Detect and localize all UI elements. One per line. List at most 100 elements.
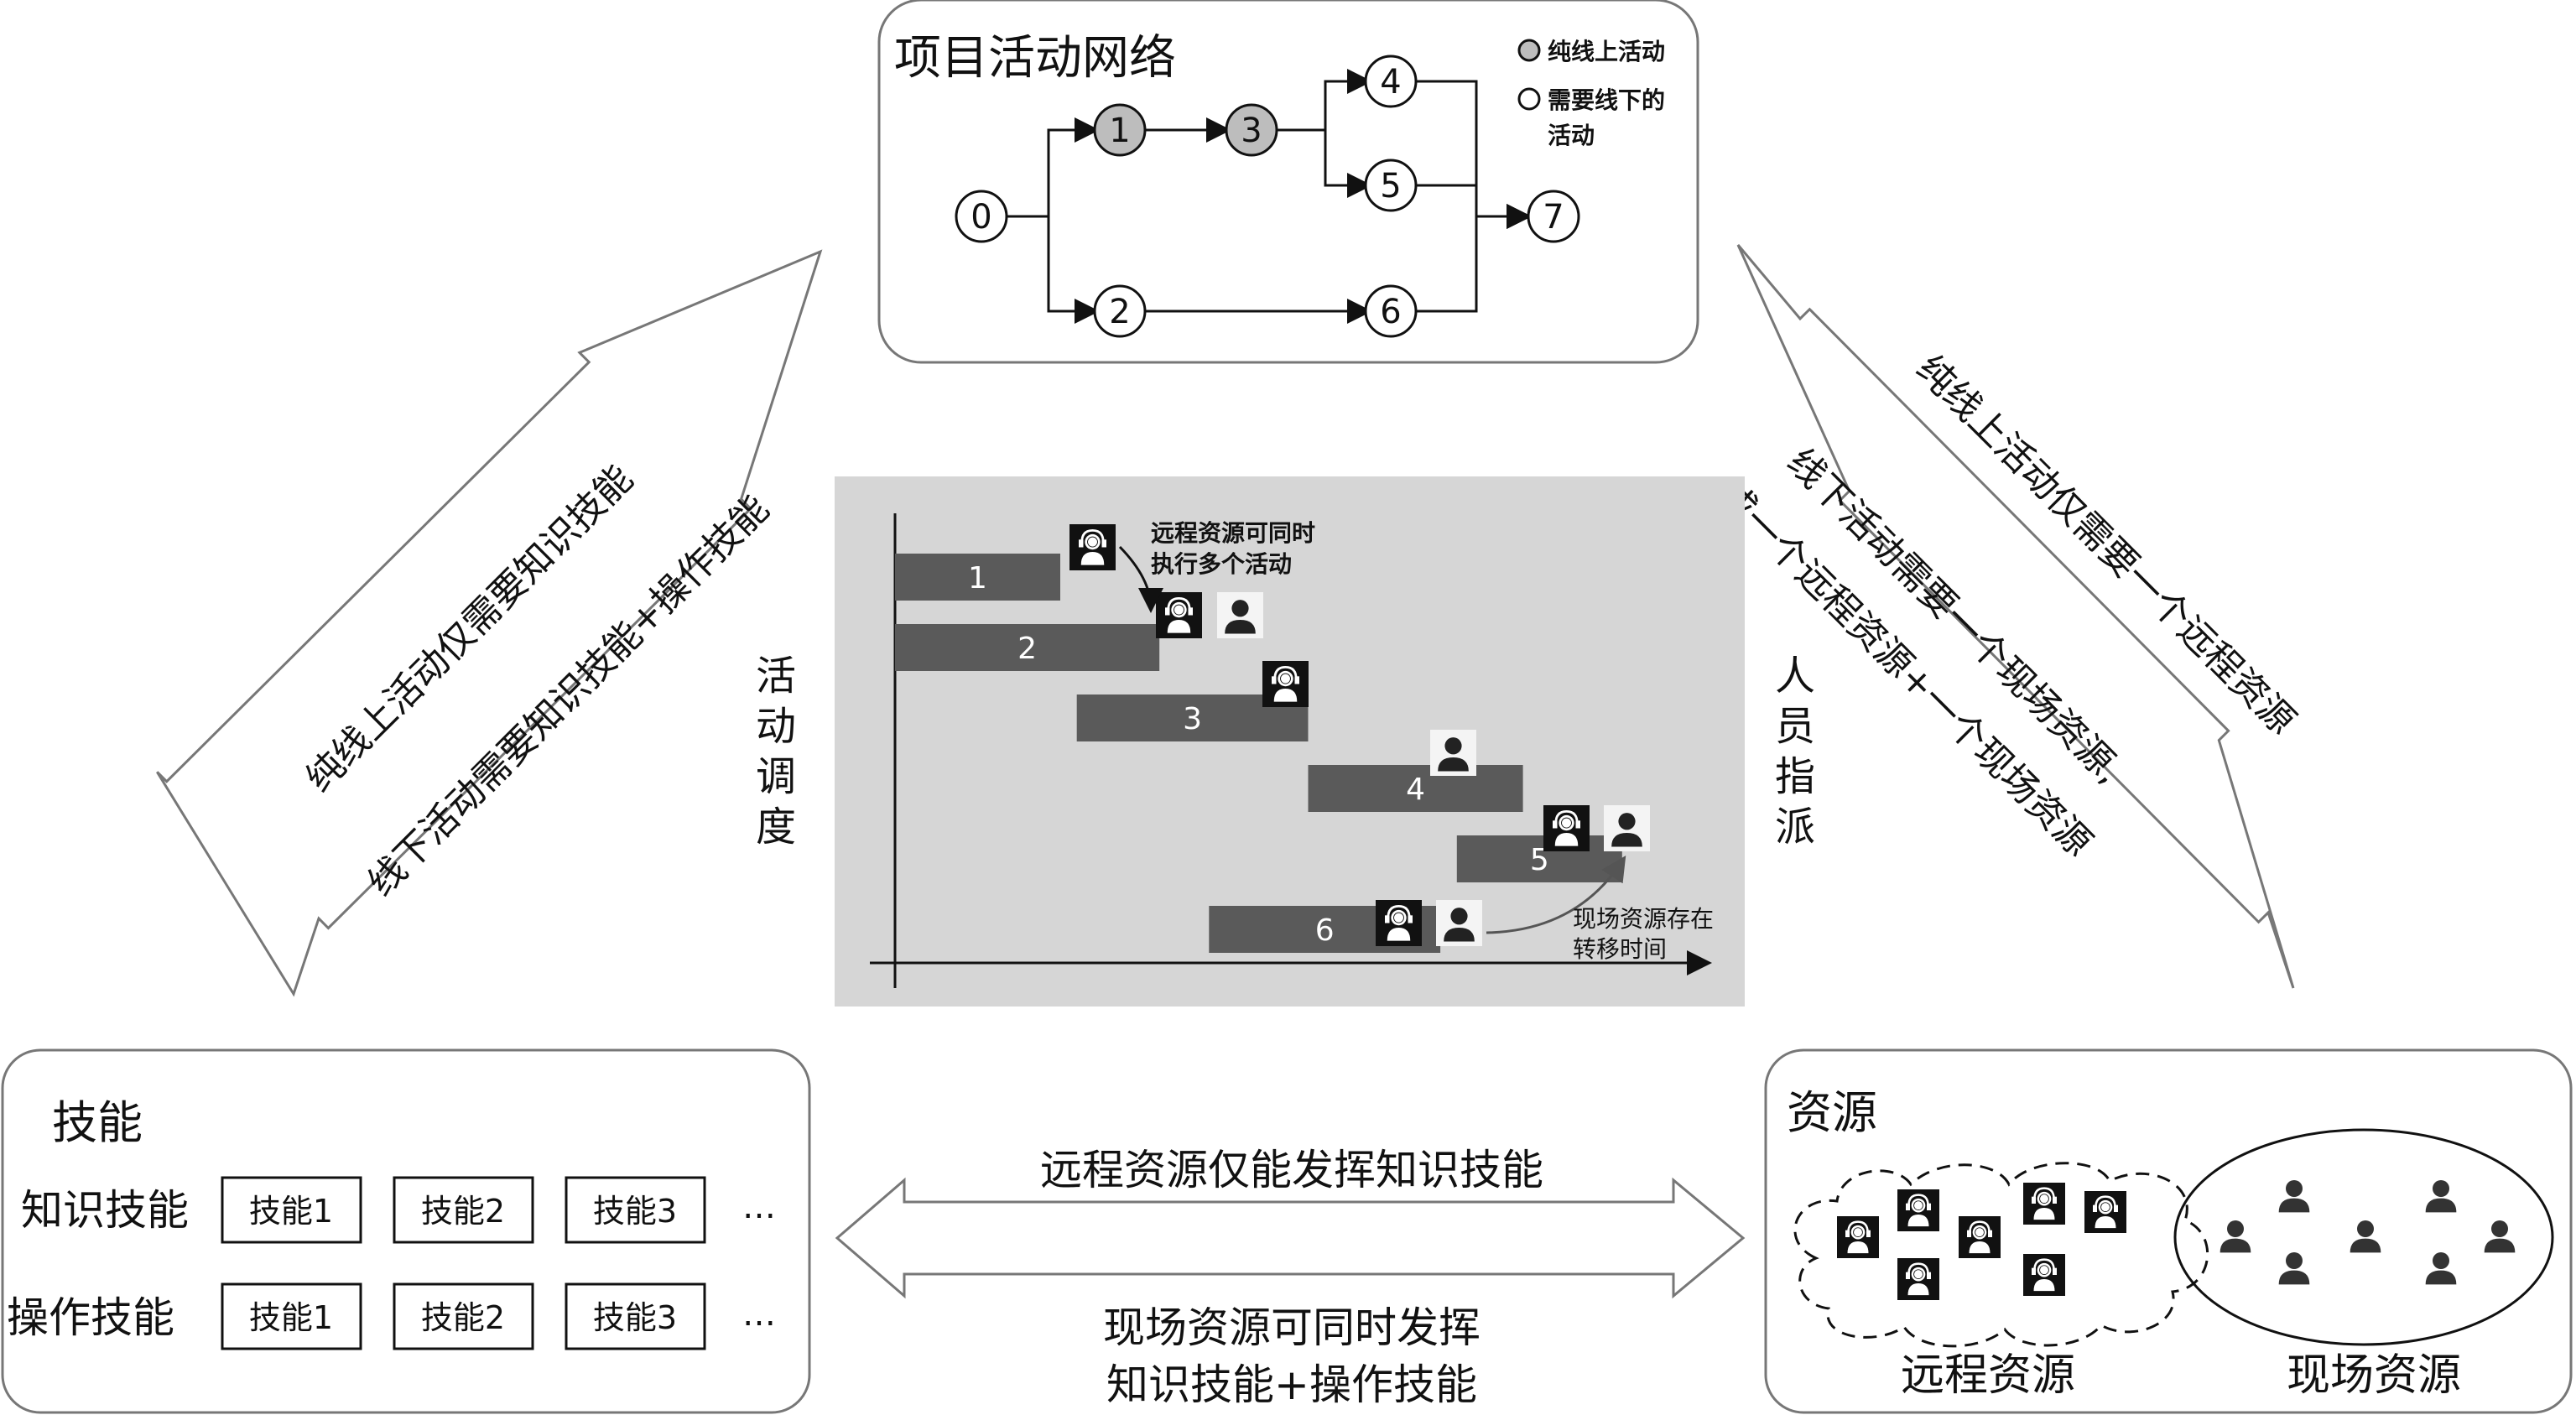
gantt-bar-1 [895, 554, 1060, 601]
remote-resource-icon [1262, 661, 1309, 707]
assignment-char: 员 [1775, 703, 1815, 750]
resources-box [1764, 1048, 2573, 1414]
gantt-bar-label: 1 [968, 561, 987, 596]
skills-panel: 技能 知识技能 操作技能 技能1 技能2 技能3 … 技能1 技能2 技能3 … [1, 1048, 811, 1414]
gantt-bar-label: 6 [1315, 913, 1335, 948]
remote-multitask-arrow [1118, 545, 1163, 613]
assignment-vertical-label: 人 员 指 派 [1775, 653, 1815, 851]
activity-node-label: 7 [1543, 198, 1564, 237]
remote-resource-icon [1897, 1258, 1939, 1300]
onsite-transfer-arrow [1486, 855, 1626, 934]
skills-row2-ellipsis: … [742, 1295, 776, 1334]
activity-node-6 [1364, 284, 1418, 338]
skill-label: 技能1 [249, 1299, 333, 1336]
edge-6-7 [1416, 204, 1532, 313]
remote-resource-cloud [1793, 1162, 2209, 1348]
remote-resource-icon [2023, 1183, 2065, 1225]
network-title: 项目活动网络 [894, 31, 1176, 86]
activity-node-label: 6 [1380, 293, 1401, 331]
legend-offline-label-1: 需要线下的 [1548, 86, 1665, 114]
schedule-char: 度 [756, 804, 796, 851]
edge-0-2 [1007, 215, 1100, 324]
onsite-resource-ellipse [2173, 1128, 2554, 1346]
activity-node-label: 2 [1109, 293, 1130, 331]
gantt-note-remote-1: 远程资源可同时 [1151, 519, 1315, 547]
bottom-double-arrow [835, 1177, 1746, 1299]
remote-resource-icon [1156, 592, 1202, 638]
remote-resource-icon [1959, 1216, 2001, 1258]
gantt-note-onsite-2: 转移时间 [1573, 935, 1667, 963]
legend-offline-label-2: 活动 [1548, 122, 1595, 149]
onsite-resource-icon [1604, 805, 1650, 851]
skill-box [565, 1282, 706, 1350]
gantt-bar-2 [895, 624, 1160, 671]
skill-label: 技能2 [421, 1299, 505, 1336]
remote-resource-icon [2084, 1191, 2126, 1233]
right-double-arrow [1736, 244, 2295, 989]
left-double-arrow [156, 249, 823, 997]
activity-node-0 [955, 190, 1008, 243]
network-legend: 纯线上活动 需要线下的 活动 [1517, 38, 1665, 149]
bottom-bottom-label-2: 知识技能+操作技能 [1106, 1360, 1477, 1409]
skill-label: 技能3 [593, 1193, 677, 1230]
double-arrows [156, 244, 2295, 1299]
activity-node-7 [1527, 190, 1580, 243]
gantt-bar-4 [1308, 765, 1523, 812]
onsite-resources-label: 现场资源 [2287, 1350, 2461, 1401]
activity-node-label: 3 [1241, 112, 1262, 150]
activity-node-4 [1364, 55, 1418, 108]
activity-node-label: 0 [971, 198, 991, 237]
skill-label: 技能1 [249, 1193, 333, 1230]
skill-box [393, 1282, 534, 1350]
schedule-vertical-label: 活 动 调 度 [756, 653, 796, 851]
onsite-resource-icon [1436, 900, 1482, 946]
remote-resource-icon [1376, 900, 1422, 946]
gantt-bar-label: 5 [1530, 843, 1549, 877]
gantt-note-remote-2: 执行多个活动 [1151, 550, 1292, 578]
edge-3-5 [1277, 128, 1372, 198]
activity-node-1 [1093, 103, 1147, 157]
assignment-char: 派 [1775, 804, 1815, 851]
activity-node-label: 5 [1380, 167, 1401, 205]
onsite-resource-icon [1430, 730, 1476, 776]
skills-title: 技能 [52, 1096, 143, 1149]
bottom-bottom-label-1: 现场资源可同时发挥 [1103, 1303, 1481, 1352]
skill-box [221, 1176, 362, 1244]
bottom-top-label: 远程资源仅能发挥知识技能 [1040, 1146, 1543, 1194]
assignment-char: 指 [1775, 753, 1815, 800]
remote-resource-icon [2023, 1254, 2065, 1296]
schedule-char: 活 [756, 653, 796, 700]
skill-box [393, 1176, 534, 1244]
network-edges [1007, 69, 1532, 324]
activity-node-label: 4 [1380, 63, 1401, 101]
schedule-char: 动 [756, 703, 796, 750]
skill-box [565, 1176, 706, 1244]
legend-online-swatch [1517, 39, 1541, 62]
assignment-char: 人 [1775, 653, 1815, 700]
remote-resource-icon [1069, 524, 1116, 570]
gantt-note-onsite-1: 现场资源存在 [1573, 905, 1714, 933]
skills-row1-ellipsis: … [742, 1188, 776, 1226]
remote-resource-icon [1543, 805, 1590, 851]
network-nodes: 0 1 3 4 5 7 2 6 [955, 55, 1580, 338]
knowledge-skill-boxes: 技能1 技能2 技能3 … [221, 1176, 776, 1244]
legend-offline-swatch [1517, 87, 1541, 111]
remote-resources-label: 远程资源 [1901, 1350, 2075, 1401]
skills-row1-label: 知识技能 [21, 1186, 189, 1235]
network-box [877, 0, 1699, 364]
resources-panel: 资源 远程资源 现场资源 [1764, 1048, 2573, 1414]
operation-skill-boxes: 技能1 技能2 技能3 … [221, 1282, 776, 1350]
gantt-bar-label: 4 [1406, 773, 1425, 807]
activity-node-3 [1225, 103, 1278, 157]
skills-row2-label: 操作技能 [7, 1293, 174, 1342]
activity-node-5 [1364, 159, 1418, 212]
activity-node-label: 1 [1109, 112, 1130, 150]
activity-node-2 [1093, 284, 1147, 338]
activity-network-panel: 项目活动网络 0 1 3 4 5 7 2 6 纯线上活动 需要线下的 活动 [877, 0, 1699, 364]
gantt-bar-label: 3 [1183, 702, 1202, 736]
resources-title: 资源 [1787, 1086, 1877, 1139]
onsite-resource-icon [1217, 592, 1263, 638]
